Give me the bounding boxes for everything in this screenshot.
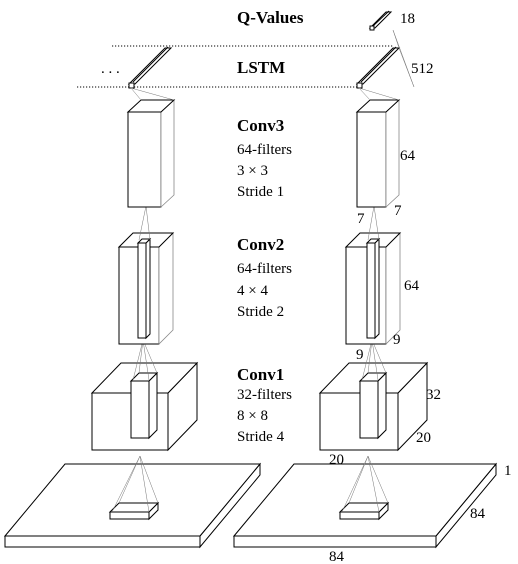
conv3-block-left [126,99,176,208]
projection-conv1-conv2 [132,339,387,381]
lstm-size-label: 512 [411,61,434,77]
conv2-stride: Stride 2 [237,304,284,320]
input-patch-right [338,501,390,521]
conv2-title: Conv2 [237,235,284,254]
conv3-filters: 64-filters [237,142,292,158]
conv3-title: Conv3 [237,116,284,135]
conv1-title: Conv1 [237,365,284,384]
input-frame-right [232,462,498,549]
conv2-kernel: 4 × 4 [237,283,268,299]
conv3-kernel: 3 × 3 [237,163,268,179]
conv2-filters: 64-filters [237,261,292,277]
projection-conv2-conv3 [138,205,380,241]
input-channels-label: 1 [504,463,512,479]
input-width-label: 84 [329,549,345,564]
conv3-width-label: 7 [357,211,365,227]
lstm-title: LSTM [237,58,285,77]
conv2-filter-right [365,237,381,340]
conv2-width-label: 9 [356,347,364,363]
conv1-filter-left [129,371,159,440]
conv3-block-right [355,99,401,208]
qvalues-size-label: 18 [400,11,415,27]
projection-conv3-lstm [130,29,415,101]
conv3-height-label: 7 [394,203,402,219]
conv2-depth-label: 64 [404,278,420,294]
conv2-filter-left [136,237,152,340]
conv3-depth-label: 64 [400,148,416,164]
conv1-depth-label: 32 [426,387,441,403]
conv2-height-label: 9 [393,332,401,348]
conv1-stride: Stride 4 [237,429,285,445]
lstm-ellipsis: . . . [101,61,120,77]
conv1-filters: 32-filters [237,387,292,403]
qvalues-title: Q-Values [237,8,304,27]
conv1-filter-right [358,371,388,440]
lstm-bar-right [355,46,401,89]
conv1-height-label: 20 [416,430,431,446]
input-patch-left [108,501,160,521]
input-height-label: 84 [470,506,486,522]
lstm-bar-left [127,46,173,89]
conv3-stride: Stride 1 [237,184,284,200]
lstm-band [77,45,393,88]
input-frame-left [3,462,262,549]
qvalues-bar [368,10,393,31]
projection-input-conv1 [111,455,389,513]
conv1-kernel: 8 × 8 [237,408,268,424]
conv1-width-label: 20 [329,452,344,468]
